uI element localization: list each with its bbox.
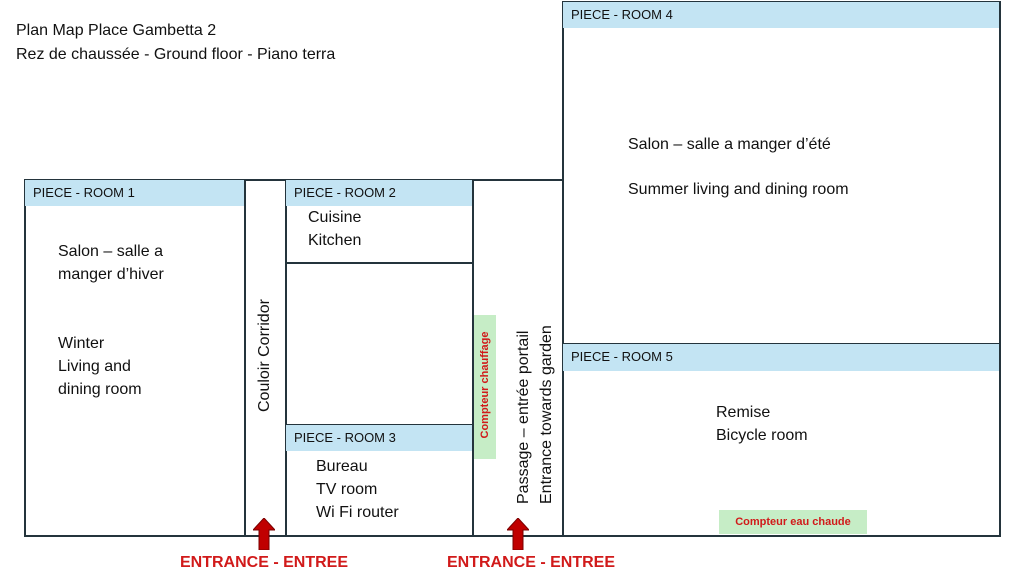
entrance-label-left: ENTRANCE - ENTREE: [179, 554, 349, 571]
room-4: [562, 1, 1001, 345]
plan-title: Plan Map Place Gambetta 2: [16, 22, 217, 39]
room-1-name-en: Winter Living and dining room: [58, 332, 142, 401]
room-1-name-fr: Salon – salle a manger d’hiver: [58, 240, 164, 286]
room-2-name: Cuisine Kitchen: [308, 206, 361, 252]
room-2-header: PIECE - ROOM 2: [286, 180, 472, 206]
room-4-header: PIECE - ROOM 4: [563, 2, 999, 28]
room-3-header: PIECE - ROOM 3: [286, 425, 472, 451]
heating-meter: Compteur chauffage: [474, 315, 496, 459]
room-1-line: manger d’hiver: [58, 266, 164, 283]
unlabeled-space: [285, 262, 474, 426]
room-5-line: Remise: [716, 404, 771, 421]
room-3-line: TV room: [316, 481, 378, 498]
room-3-name: Bureau TV room Wi Fi router: [316, 455, 399, 524]
passage-line: Entrance towards garden: [538, 325, 555, 504]
room-3-line: Bureau: [316, 458, 368, 475]
passage-label: Passage – entrée portail Entrance toward…: [512, 325, 558, 504]
room-2-line: Cuisine: [308, 209, 362, 226]
entrance-label-right: ENTRANCE - ENTREE: [446, 554, 616, 571]
room-1-header: PIECE - ROOM 1: [25, 180, 244, 206]
entrance-arrow-icon: [507, 518, 529, 550]
plan-subtitle: Rez de chaussée - Ground floor - Piano t…: [16, 46, 336, 63]
corridor: [244, 179, 287, 537]
entrance-arrow-icon: [253, 518, 275, 550]
corridor-label: Couloir Corridor: [256, 299, 273, 412]
hot-water-meter: Compteur eau chaude: [719, 510, 867, 534]
room-4-name-en: Summer living and dining room: [628, 181, 849, 198]
room-2-line: Kitchen: [308, 232, 362, 249]
room-1-line: Winter: [58, 335, 105, 352]
room-5-header: PIECE - ROOM 5: [563, 344, 999, 371]
room-3-line: Wi Fi router: [316, 504, 399, 521]
room-4-name-fr: Salon – salle a manger d’été: [628, 136, 831, 153]
heating-meter-label: Compteur chauffage: [479, 331, 491, 439]
room-1-line: Salon – salle a: [58, 243, 163, 260]
passage-line: Passage – entrée portail: [515, 330, 532, 504]
room-5-line: Bicycle room: [716, 427, 808, 444]
room-1: [24, 179, 246, 537]
room-1-line: dining room: [58, 381, 142, 398]
room-1-line: Living and: [58, 358, 131, 375]
room-5-name: Remise Bicycle room: [716, 401, 808, 447]
